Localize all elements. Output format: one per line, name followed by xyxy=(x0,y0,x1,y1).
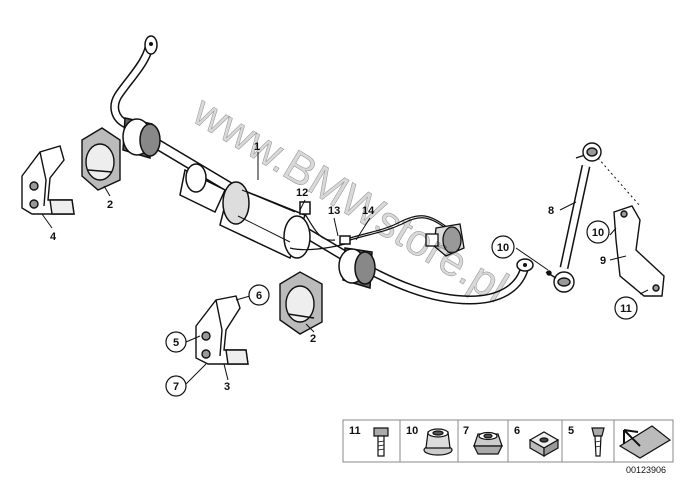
callout-7-circle: 7 xyxy=(165,375,187,397)
arrow-icon xyxy=(618,425,672,459)
callout-12: 12 xyxy=(296,187,308,199)
legend-num-6: 6 xyxy=(514,425,520,437)
legend-num-11: 11 xyxy=(349,425,361,437)
svg-text:6: 6 xyxy=(256,290,262,302)
bar-bushing-left xyxy=(122,117,161,159)
callout-14: 14 xyxy=(362,205,375,217)
swivel-motor-actuator xyxy=(179,163,351,260)
link-bracket xyxy=(613,205,665,297)
screw-icon xyxy=(591,427,605,457)
svg-text:10: 10 xyxy=(592,227,604,239)
callout-labels: 1 2 4 12 13 14 2 3 8 9 6 5 7 10 10 xyxy=(50,141,638,397)
bracket-lower xyxy=(195,295,249,365)
callout-10-left-circle: 10 xyxy=(491,235,515,259)
callout-2-upper: 2 xyxy=(107,199,113,211)
stabilizer-link xyxy=(545,142,602,293)
callout-8: 8 xyxy=(548,205,554,217)
callout-1: 1 xyxy=(254,141,260,153)
leader-lines xyxy=(41,152,649,385)
legend-num-5: 5 xyxy=(568,425,574,437)
callout-6-circle: 6 xyxy=(248,284,270,306)
bracket-left-upper xyxy=(21,145,75,215)
collar-nut-icon xyxy=(423,428,453,456)
callout-3: 3 xyxy=(224,381,230,393)
svg-text:5: 5 xyxy=(173,337,179,349)
rubber-mount-upper xyxy=(81,127,121,191)
svg-text:11: 11 xyxy=(620,303,632,315)
rubber-mount-lower xyxy=(279,271,323,335)
fastener-legend: 11 10 7 6 5 xyxy=(342,419,674,463)
square-nut-icon xyxy=(528,431,560,458)
svg-text:10: 10 xyxy=(497,242,509,254)
callout-9: 9 xyxy=(600,255,606,267)
callout-13: 13 xyxy=(328,205,340,217)
callout-4: 4 xyxy=(50,231,57,243)
sensor-cable xyxy=(349,215,449,241)
callout-11-circle: 11 xyxy=(614,296,638,320)
legend-num-7: 7 xyxy=(463,425,469,437)
assembly-dashed-line xyxy=(597,157,641,207)
callout-5-circle: 5 xyxy=(165,331,187,353)
callout-2-lower: 2 xyxy=(310,333,316,345)
diagram-code: 00123906 xyxy=(626,465,666,475)
callout-10-right-circle: 10 xyxy=(586,220,610,244)
stabilizer-bar xyxy=(110,35,534,305)
hex-nut-icon xyxy=(473,431,503,455)
svg-text:7: 7 xyxy=(173,381,179,393)
sensor-plug xyxy=(425,223,465,257)
bolt-icon xyxy=(373,427,389,457)
bar-bushing-right xyxy=(338,247,376,289)
legend-num-10: 10 xyxy=(406,425,418,437)
